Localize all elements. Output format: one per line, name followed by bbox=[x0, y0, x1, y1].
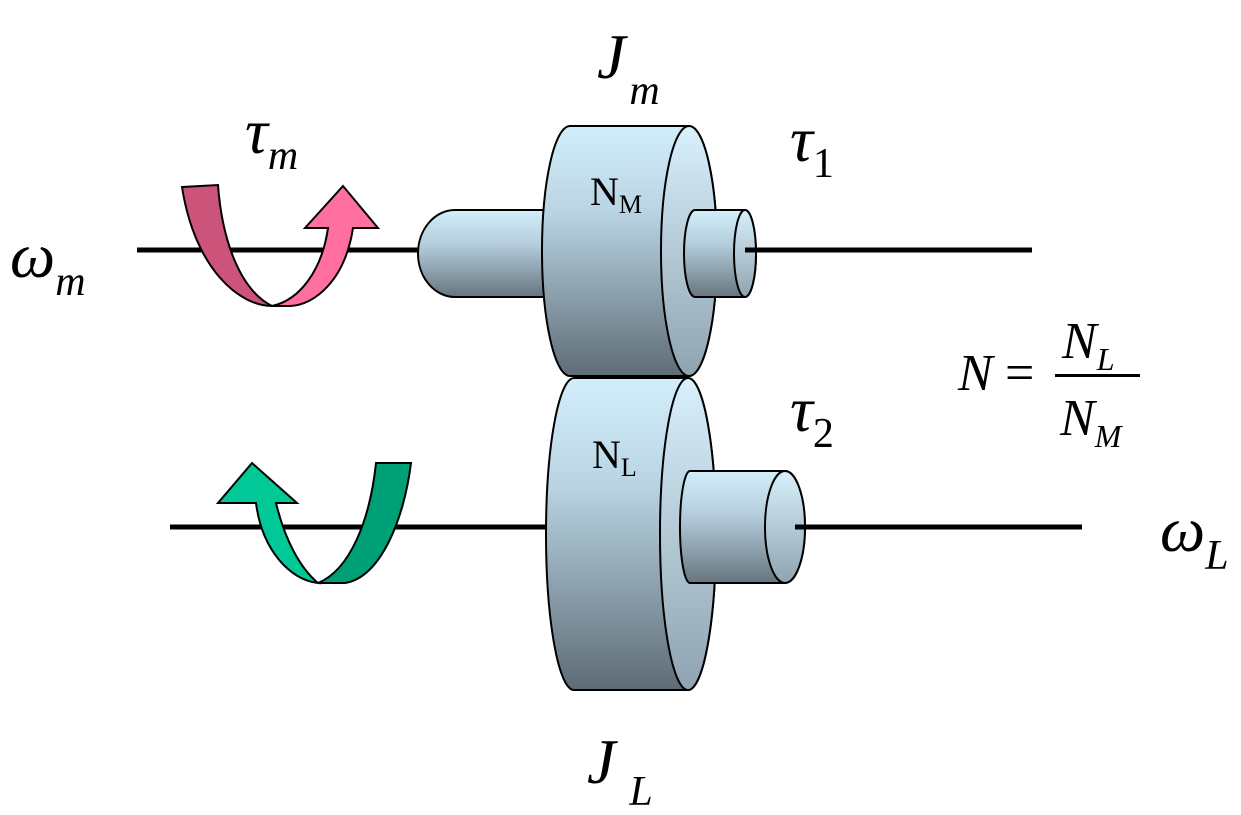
tau-1-base: τ bbox=[790, 104, 813, 175]
tau-1-sub: 1 bbox=[812, 141, 834, 187]
J-L-sub: L bbox=[629, 769, 653, 815]
equation-numerator: NL bbox=[1062, 313, 1114, 376]
load-torque-arrow-icon bbox=[215, 461, 413, 585]
omega-m-label: ωm bbox=[10, 224, 86, 304]
J-m-sub: m bbox=[629, 68, 660, 114]
tau-m-label: τm bbox=[245, 100, 298, 178]
motor-gear-label-base: N bbox=[590, 169, 619, 214]
numerator-sub: L bbox=[1096, 341, 1115, 377]
J-L-base: J bbox=[587, 726, 616, 797]
equation-lhs: N bbox=[958, 348, 993, 400]
load-gear-label: NL bbox=[592, 432, 637, 481]
equation-denominator: NM bbox=[1060, 390, 1121, 453]
motor-output-stub bbox=[683, 209, 757, 298]
fraction-bar bbox=[1055, 374, 1140, 377]
omega-L-label: ωL bbox=[1160, 498, 1229, 578]
tau-2-base: τ bbox=[790, 374, 813, 445]
tau-1-label: τ1 bbox=[790, 108, 834, 186]
motor-stub-cylinder bbox=[417, 209, 549, 298]
load-gear bbox=[545, 377, 717, 691]
motor-gear-label-sub: M bbox=[618, 190, 643, 219]
equation-equals-text: = bbox=[1005, 345, 1035, 402]
load-gear-label-sub: L bbox=[620, 453, 637, 482]
omega-L-sub: L bbox=[1205, 533, 1229, 579]
tau-2-label: τ2 bbox=[790, 378, 834, 456]
load-output-stub bbox=[679, 470, 806, 584]
equation-lhs-text: N bbox=[958, 345, 993, 402]
J-m-base: J bbox=[597, 21, 626, 92]
tau-m-base: τ bbox=[245, 96, 268, 167]
omega-L-base: ω bbox=[1160, 494, 1206, 565]
equation-equals: = bbox=[1005, 348, 1034, 400]
numerator-base: N bbox=[1062, 313, 1097, 370]
denominator-base: N bbox=[1060, 390, 1095, 447]
load-gear-label-base: N bbox=[592, 432, 621, 477]
tau-m-sub: m bbox=[267, 133, 299, 179]
tau-2-sub: 2 bbox=[812, 411, 834, 457]
motor-torque-arrow-icon bbox=[180, 183, 381, 307]
omega-m-sub: m bbox=[55, 259, 86, 305]
J-m-label: Jm bbox=[597, 25, 660, 113]
denominator-sub: M bbox=[1094, 418, 1122, 454]
motor-gear-label: NM bbox=[590, 169, 642, 218]
omega-m-base: ω bbox=[10, 220, 56, 291]
